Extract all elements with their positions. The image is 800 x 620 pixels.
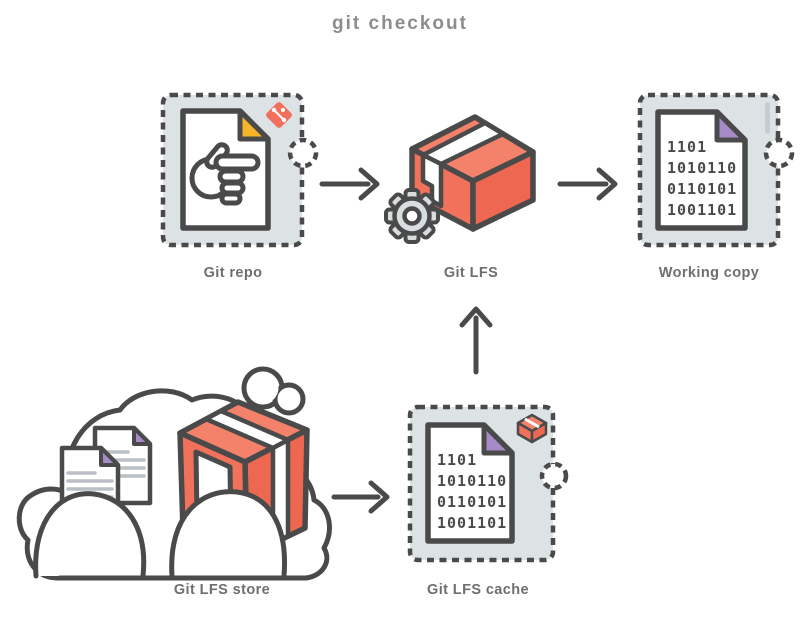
git-lfs-label: Git LFS bbox=[444, 265, 498, 281]
binary-line: 1101 bbox=[667, 138, 707, 156]
git-lfs-cache-label: Git LFS cache bbox=[427, 582, 529, 598]
package-box-icon bbox=[409, 114, 536, 232]
diagram-title: git checkout bbox=[332, 13, 468, 34]
stamp-bite-notch bbox=[539, 461, 569, 491]
binary-line: 1001101 bbox=[437, 514, 507, 532]
binary-file-icon: 1101 1010110 0110101 1001101 bbox=[425, 422, 515, 544]
binary-line: 1010110 bbox=[437, 472, 507, 490]
git-lfs-node bbox=[384, 114, 536, 244]
working-copy-label: Working copy bbox=[659, 265, 759, 281]
git-repo-node bbox=[160, 92, 319, 248]
binary-line: 1010110 bbox=[667, 159, 737, 177]
working-copy-node: 1101 1010110 0110101 1001101 bbox=[637, 92, 795, 248]
binary-line: 1001101 bbox=[667, 201, 737, 219]
arrow-store-to-cache bbox=[331, 480, 390, 514]
cloud-front-puffs bbox=[33, 489, 307, 581]
arrow-repo-to-lfs bbox=[319, 167, 380, 201]
git-logo-badge bbox=[266, 102, 292, 128]
file-fold bbox=[237, 108, 271, 142]
stamp-bite-notch bbox=[287, 137, 319, 169]
arrow-lfs-to-working-copy bbox=[557, 167, 618, 201]
file-fold bbox=[714, 109, 748, 143]
stamp-edge-mark bbox=[765, 102, 770, 134]
package-badge-icon bbox=[516, 413, 548, 444]
file-fold bbox=[481, 422, 515, 456]
git-lfs-store-label: Git LFS store bbox=[174, 582, 270, 598]
stamp-bite-notch bbox=[763, 137, 795, 169]
gear-icon bbox=[384, 188, 440, 244]
pointing-hand-icon bbox=[189, 142, 261, 206]
git-lfs-cache-node: 1101 1010110 0110101 1001101 bbox=[407, 404, 569, 563]
binary-file-icon: 1101 1010110 0110101 1001101 bbox=[655, 109, 748, 231]
git-repo-label: Git repo bbox=[204, 265, 263, 281]
binary-line: 0110101 bbox=[437, 493, 507, 511]
git-lfs-store-node bbox=[16, 366, 332, 581]
binary-line: 0110101 bbox=[667, 180, 737, 198]
arrow-cache-to-lfs bbox=[459, 306, 493, 375]
binary-line: 1101 bbox=[437, 451, 477, 469]
pointer-file-icon bbox=[180, 108, 271, 231]
small-cloud-icon bbox=[241, 366, 306, 416]
